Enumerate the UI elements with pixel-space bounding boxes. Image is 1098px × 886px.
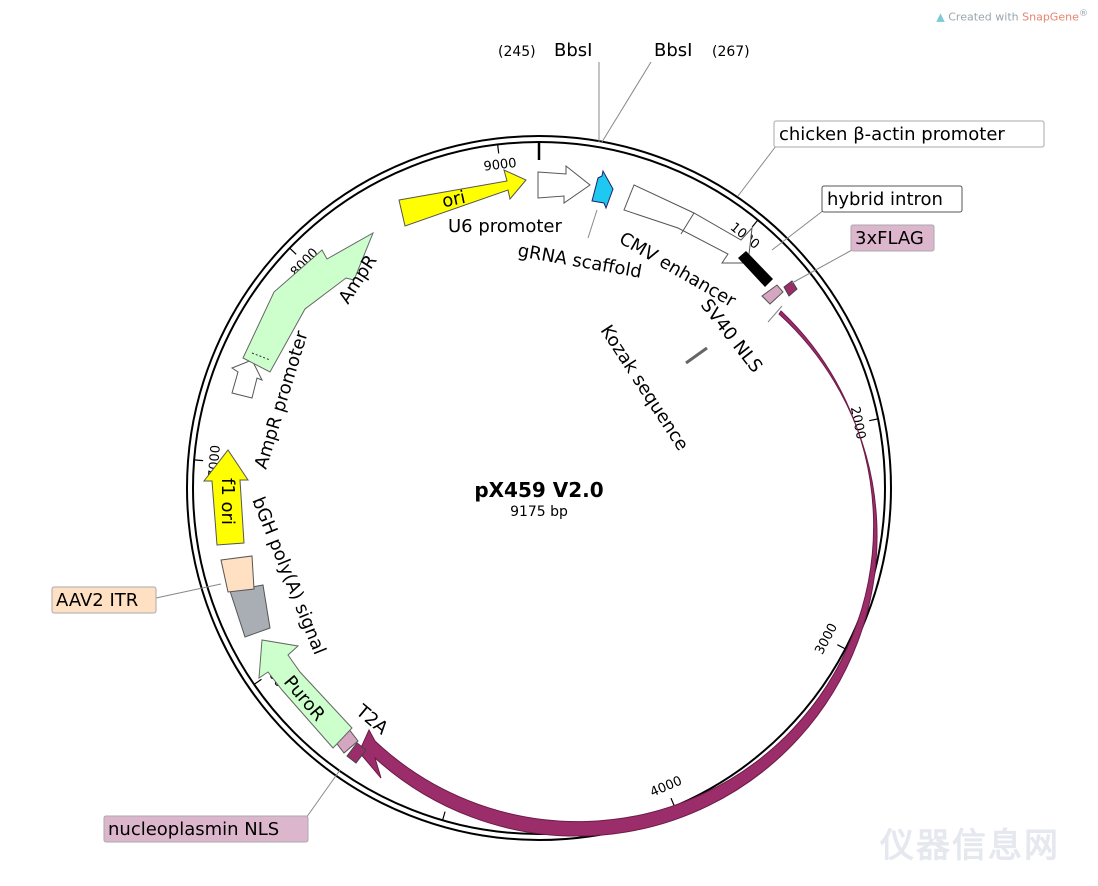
tick-label: 3000 bbox=[812, 621, 841, 657]
bbsi-267-leader bbox=[601, 61, 652, 143]
feature-3xflag[interactable] bbox=[761, 284, 784, 305]
sv40-leader bbox=[767, 305, 783, 323]
feature-purор[interactable]: PuroR bbox=[258, 639, 353, 749]
tick-mark bbox=[253, 678, 262, 685]
nucleoplasmin-leader bbox=[305, 769, 341, 819]
bbsi-267-name[interactable]: BbsI bbox=[654, 40, 692, 61]
feature-bgh-polya[interactable] bbox=[229, 584, 271, 638]
feature-grna-scaffold[interactable] bbox=[591, 169, 614, 210]
aav2-itr-box[interactable]: AAV2 ITR bbox=[51, 586, 157, 614]
feature-ori[interactable]: ori bbox=[398, 169, 527, 227]
feature-f1-ori[interactable]: f1 ori bbox=[202, 449, 249, 546]
hybrid-intron-box[interactable]: hybrid intron bbox=[821, 185, 963, 213]
kozak-sequence-label: Kozak sequence bbox=[596, 321, 693, 454]
feature-hybrid-intron[interactable] bbox=[738, 251, 773, 287]
tick-mark bbox=[289, 247, 297, 255]
hybrid-intron-leader bbox=[771, 209, 825, 251]
tick-label: 4000 bbox=[648, 774, 684, 801]
feature-kozak-sequence[interactable] bbox=[685, 346, 708, 365]
chicken-beta-actin-label: chicken β-actin promoter bbox=[779, 124, 1005, 145]
f1-ori-label: f1 ori bbox=[217, 478, 238, 525]
cas9-label: Cas9 bbox=[747, 680, 794, 725]
tick-mark bbox=[670, 797, 676, 807]
feature-ampr[interactable] bbox=[242, 231, 374, 373]
tick-mark bbox=[441, 811, 446, 821]
tick-mark bbox=[837, 644, 846, 650]
feature-ampr-promoter[interactable] bbox=[230, 359, 264, 399]
plasmid-length: 9175 bp bbox=[510, 504, 568, 520]
watermark-logo: 仪器信息网 bbox=[880, 826, 1060, 866]
tick-mark bbox=[751, 219, 759, 228]
nucleoplasmin-nls-label: nucleoplasmin NLS bbox=[108, 819, 279, 840]
bgh-polya-label: bGH poly(A) signal bbox=[247, 494, 329, 658]
3xflag-leader bbox=[791, 249, 853, 284]
feature-t2a[interactable] bbox=[346, 742, 367, 764]
ori-label: ori bbox=[440, 187, 467, 212]
nucleoplasmin-nls-box[interactable]: nucleoplasmin NLS bbox=[103, 815, 309, 843]
tick-mark bbox=[194, 459, 204, 462]
aav2-leader bbox=[155, 583, 222, 599]
grna-leader bbox=[587, 209, 598, 239]
feature-cas9[interactable]: Cas9 bbox=[358, 310, 878, 837]
plasmid-name: pX459 V2.0 bbox=[474, 478, 603, 502]
feature-u6-promoter[interactable] bbox=[537, 164, 591, 204]
hybrid-intron-label: hybrid intron bbox=[827, 189, 943, 210]
feature-sv40-nls[interactable] bbox=[783, 280, 798, 297]
feature-aav2-itr[interactable] bbox=[220, 555, 255, 593]
u6-promoter-label: U6 promoter bbox=[448, 216, 562, 237]
tick-mark bbox=[497, 144, 500, 154]
aav2-itr-label: AAV2 ITR bbox=[56, 590, 138, 611]
t2a-label: T2A bbox=[351, 700, 392, 740]
snapgene-credit: ▲ Created with SnapGene® bbox=[936, 8, 1088, 24]
tick-mark bbox=[869, 418, 879, 422]
bbsi-245-position: (245) bbox=[498, 44, 536, 60]
3xflag-box[interactable]: 3xFLAG bbox=[850, 224, 935, 252]
bbsi-267-position: (267) bbox=[712, 44, 750, 60]
feature-cmv-enhancer[interactable] bbox=[623, 184, 753, 264]
cba-leader bbox=[737, 145, 777, 197]
chicken-beta-actin-box[interactable]: chicken β-actin promoter bbox=[773, 120, 1045, 148]
snapgene-logo-icon: ▲ bbox=[936, 10, 945, 24]
bbsi-245-name[interactable]: BbsI bbox=[554, 40, 592, 61]
3xflag-label: 3xFLAG bbox=[855, 228, 924, 249]
tick-label: 9000 bbox=[483, 156, 518, 175]
